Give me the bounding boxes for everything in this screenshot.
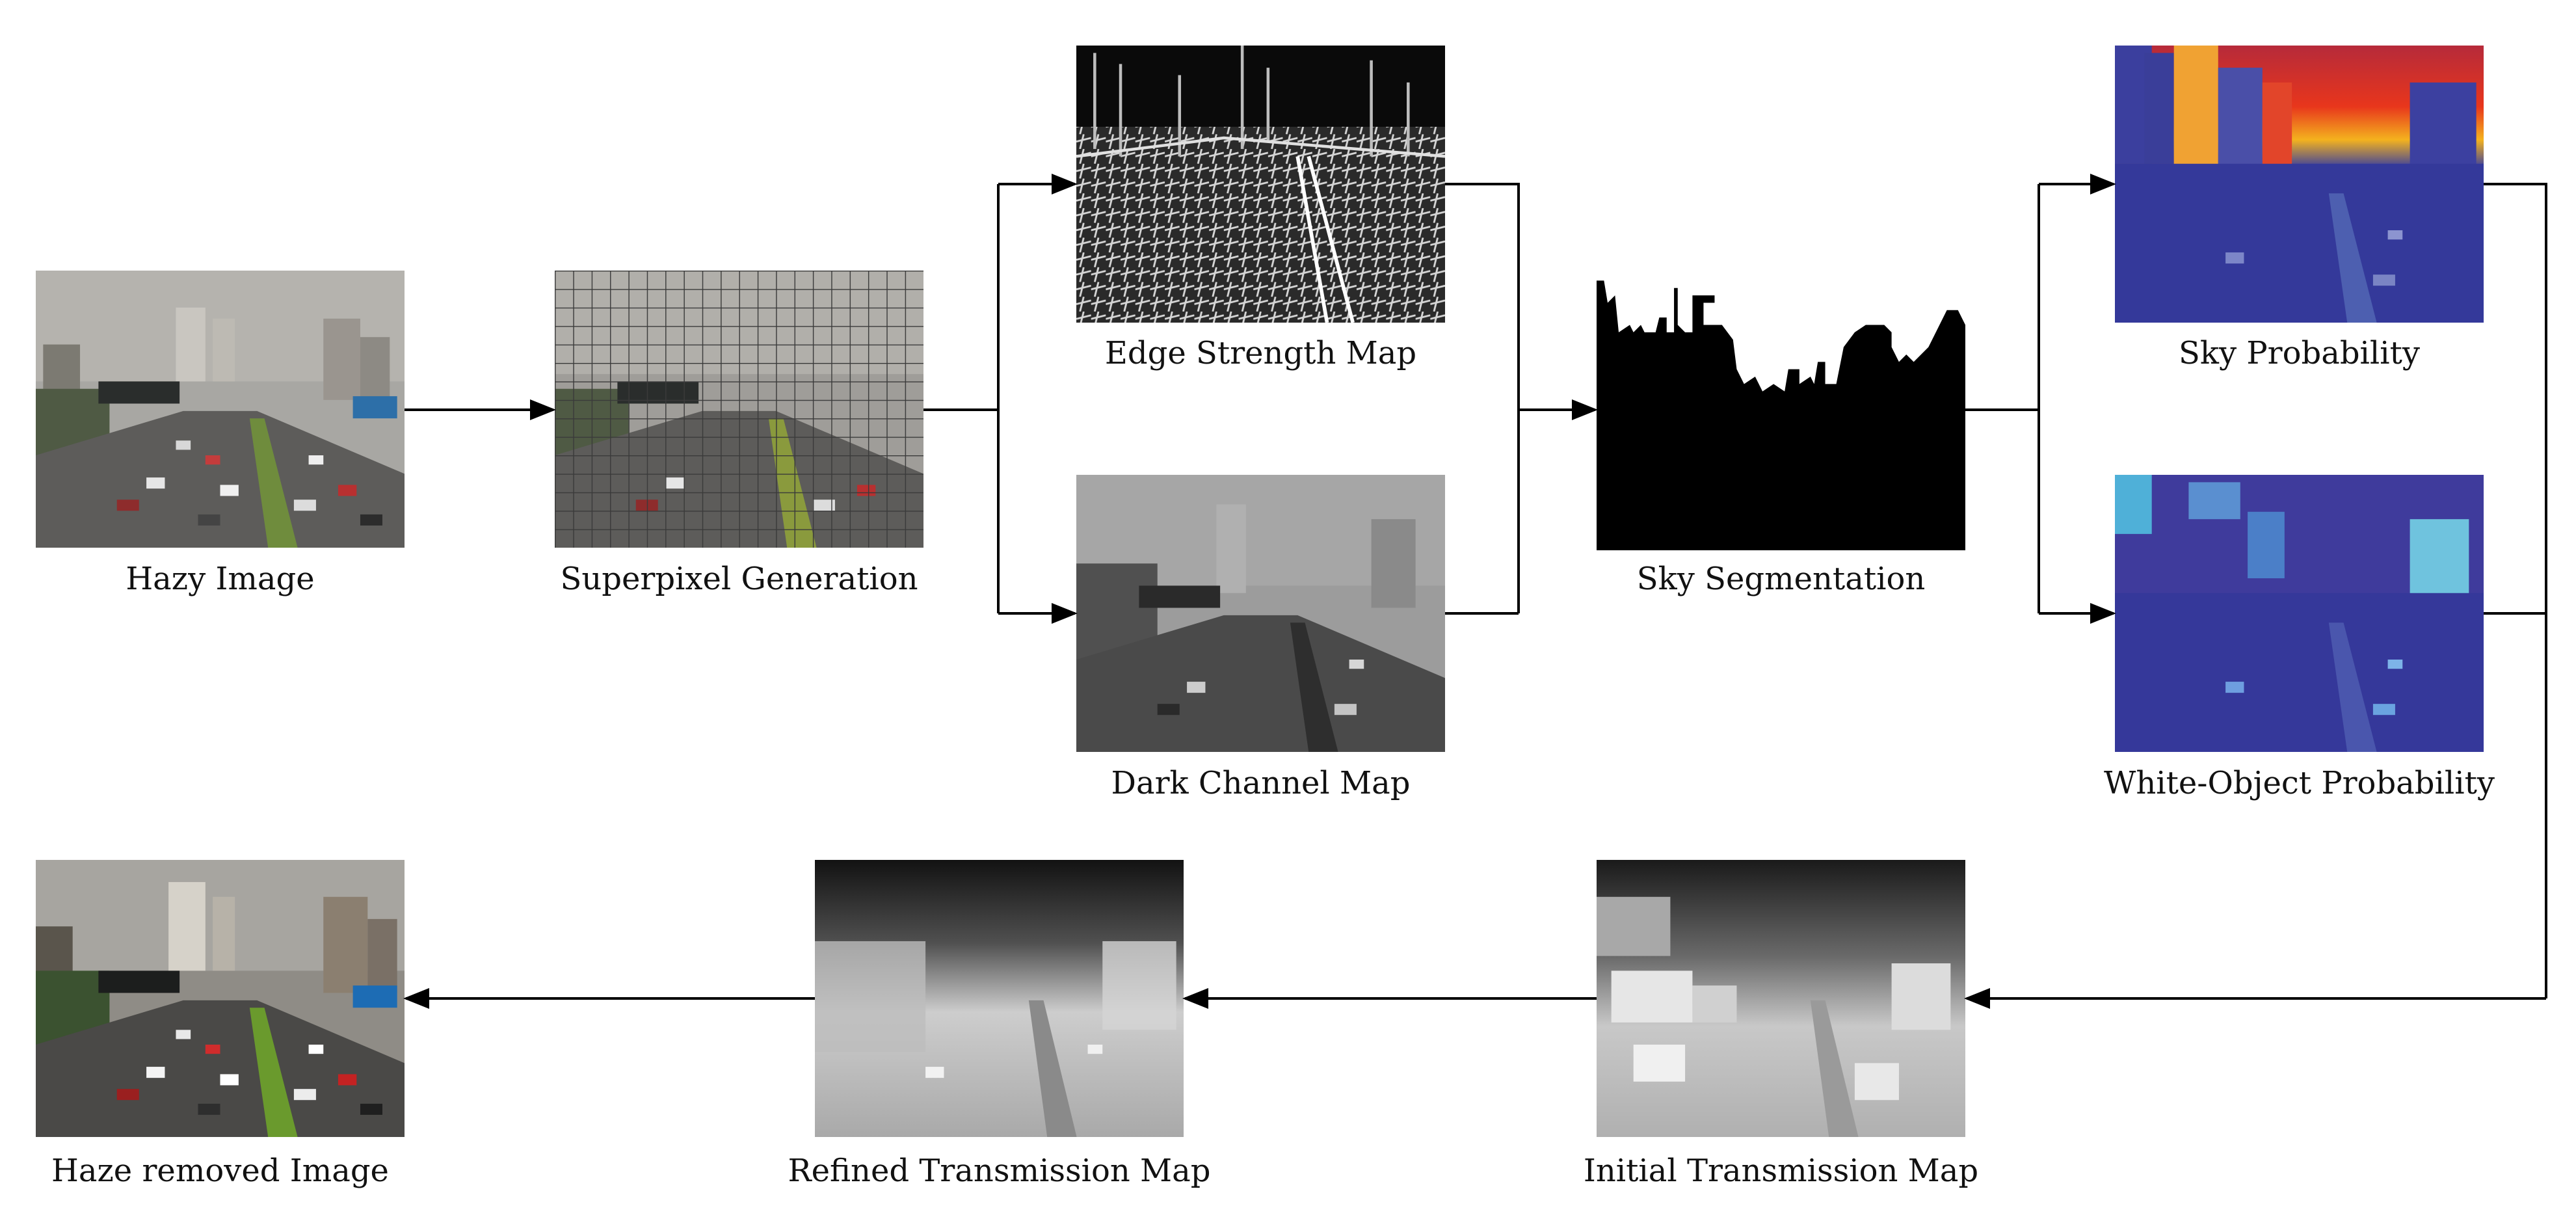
refined-transmission-map-caption: Refined Transmission Map [788,1153,1211,1189]
white-object-probability-caption: White-Object Probability [2104,765,2495,801]
haze-removed-image-thumbnail [36,860,405,1137]
sky-probability-thumbnail [2115,46,2484,323]
connector-maps-merge [1445,183,1520,615]
sky-segmentation-thumbnail [1597,273,1965,550]
connector-segmentation-branch [1965,184,2040,613]
dark-channel-map-caption: Dark Channel Map [1111,765,1411,801]
superpixel-generation-thumbnail [555,271,923,548]
sky-segmentation-caption: Sky Segmentation [1636,561,1926,597]
initial-transmission-map-caption: Initial Transmission Map [1583,1153,1979,1189]
white-object-probability-thumbnail [2115,475,2484,752]
sky-probability-caption: Sky Probability [2178,335,2420,371]
haze-removed-image-caption: Haze removed Image [51,1153,389,1189]
edge-strength-map-thumbnail [1076,46,1445,323]
initial-transmission-map-thumbnail [1597,860,1965,1137]
hazy-image-thumbnail [36,271,405,548]
dark-channel-map-thumbnail [1076,475,1445,752]
connector-probabilities-merge [2484,183,2547,998]
refined-transmission-map-thumbnail [815,860,1184,1137]
superpixel-generation-caption: Superpixel Generation [560,561,918,597]
edge-strength-map-caption: Edge Strength Map [1104,335,1417,371]
connector-superpixel-branch [923,184,1000,613]
hazy-image-caption: Hazy Image [126,561,315,597]
